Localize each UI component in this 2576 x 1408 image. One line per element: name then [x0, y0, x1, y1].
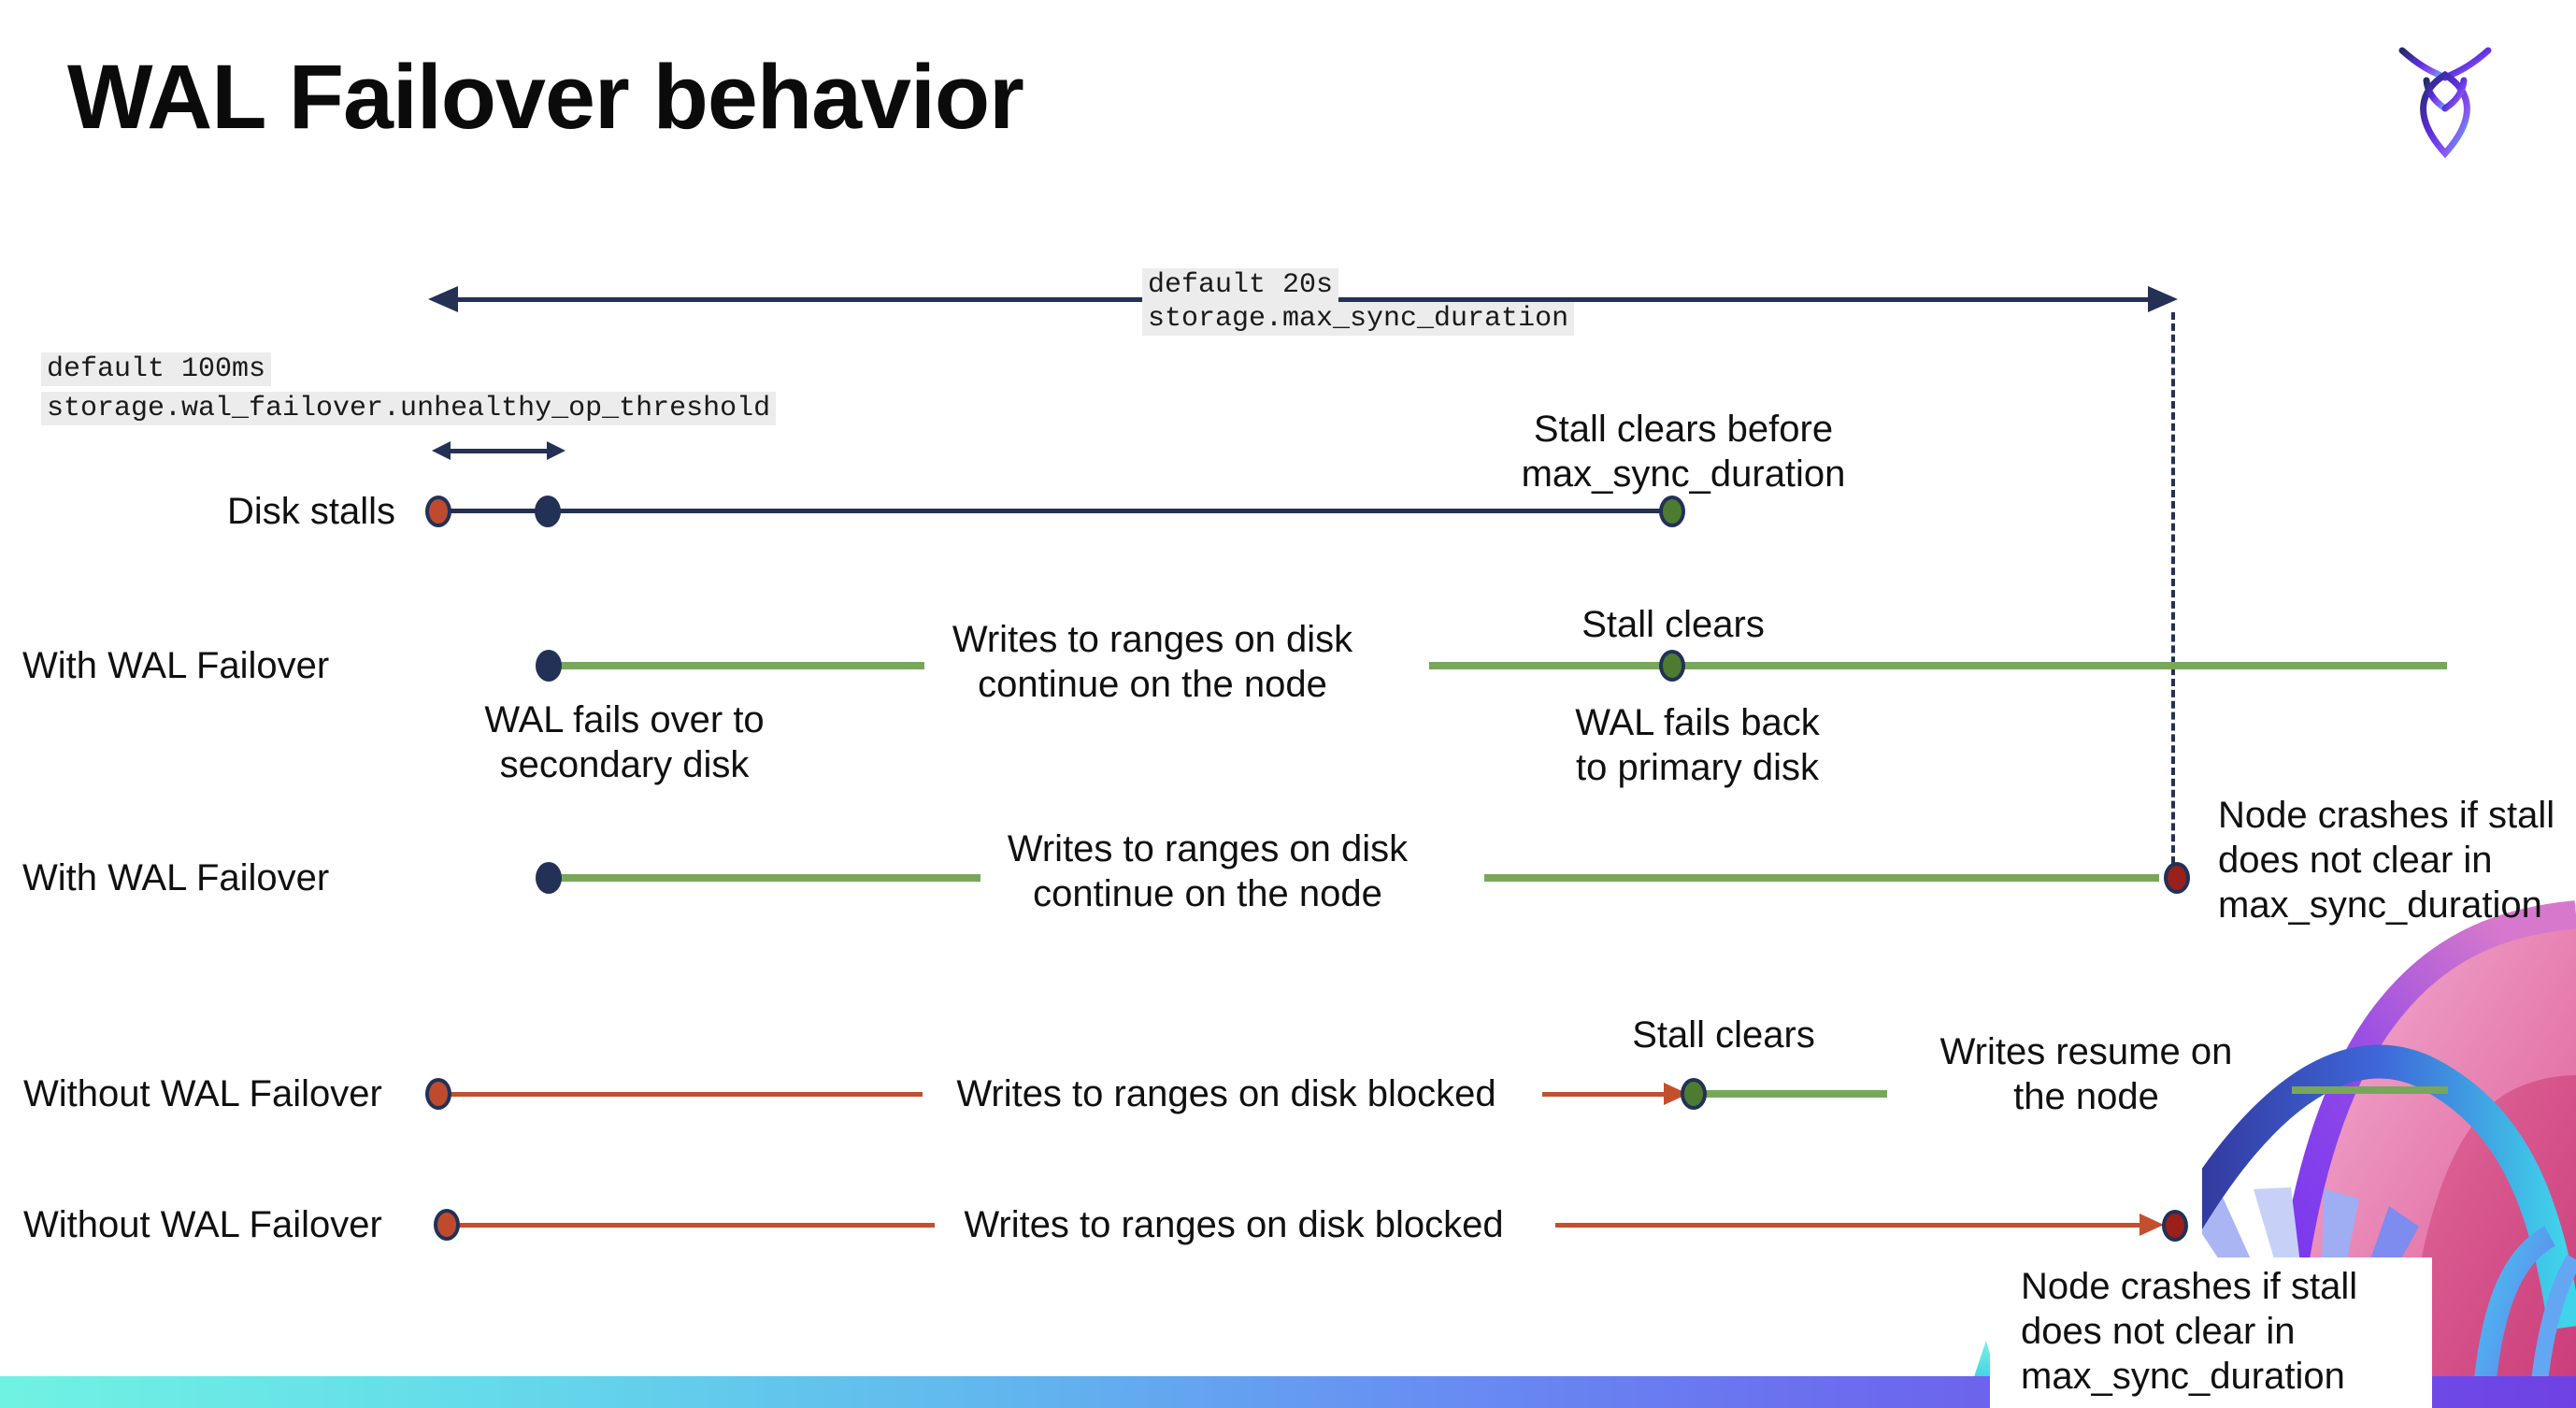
- stall-start-dot: [434, 1209, 460, 1241]
- writes-blocked-note: Writes to ranges on disk blocked: [964, 1204, 1504, 1245]
- crash-callout-box: [1990, 1257, 2432, 1408]
- stall-clear-dot: [1659, 650, 1685, 682]
- max-sync-deadline-dashed-line: [2171, 312, 2175, 864]
- writes-continue-line: [557, 874, 980, 882]
- max-sync-default-label: default 20s: [1142, 268, 1339, 302]
- node-crash-note: Node crashes if stall does not clear in …: [2218, 795, 2555, 926]
- writes-blocked-line: [1542, 1092, 1666, 1097]
- failover-event-dot: [536, 862, 562, 894]
- row-label-without-wal-failover-1: Without WAL Failover: [23, 1073, 382, 1114]
- arrowhead-right-icon: [547, 441, 565, 460]
- row-label-with-wal-failover-1: With WAL Failover: [22, 645, 330, 686]
- arrowhead-left-icon: [432, 441, 451, 460]
- failback-note: WAL fails back to primary disk: [1575, 702, 1820, 788]
- max-sync-setting-name: storage.max_sync_duration: [1142, 302, 1575, 336]
- threshold-span-line: [447, 449, 551, 453]
- row-label-with-wal-failover-2: With WAL Failover: [22, 857, 330, 898]
- writes-continue-line: [557, 662, 924, 669]
- arrowhead-left-icon: [428, 286, 458, 312]
- stall-start-dot: [425, 1078, 451, 1110]
- node-crash-note: Node crashes if stall does not clear in …: [2021, 1266, 2358, 1397]
- threshold-default-label: default 100ms: [41, 352, 272, 386]
- stall-clear-dot: [1681, 1078, 1707, 1110]
- failover-trigger-dot: [535, 496, 561, 527]
- writes-blocked-line: [458, 1223, 935, 1228]
- row-label-disk-stalls: Disk stalls: [227, 491, 396, 532]
- writes-resume-note: Writes resume on the node: [1939, 1031, 2233, 1117]
- writes-blocked-line: [1555, 1223, 2141, 1228]
- writes-resume-line: [1703, 1090, 1887, 1098]
- row-label-without-wal-failover-2: Without WAL Failover: [23, 1204, 382, 1245]
- failover-note: WAL fails over to secondary disk: [484, 699, 765, 785]
- writes-blocked-line: [449, 1092, 923, 1097]
- arrowhead-right-icon: [2140, 1214, 2164, 1236]
- writes-continue-line: [1484, 874, 2159, 882]
- stall-clear-dot: [1659, 496, 1685, 527]
- stall-clears-before-note: Stall clears before max_sync_duration: [1521, 409, 1846, 495]
- arrowhead-right-icon: [2148, 286, 2178, 312]
- writes-resume-line: [2292, 1086, 2448, 1094]
- writes-blocked-note: Writes to ranges on disk blocked: [956, 1073, 1496, 1114]
- stall-start-dot: [425, 496, 451, 527]
- threshold-setting-name: storage.wal_failover.unhealthy_op_thresh…: [41, 392, 777, 425]
- stall-clears-note: Stall clears: [1581, 604, 1765, 645]
- failover-event-dot: [536, 650, 562, 682]
- disk-stalls-timeline: [438, 509, 1672, 513]
- node-crash-dot: [2162, 1210, 2188, 1242]
- cockroachdb-logo-icon: [2398, 47, 2492, 159]
- page-title: WAL Failover behavior: [67, 46, 1024, 148]
- writes-continue-line: [1429, 662, 2447, 669]
- writes-continue-note: Writes to ranges on disk continue on the…: [1007, 828, 1409, 914]
- stall-clears-note: Stall clears: [1632, 1014, 1815, 1056]
- writes-continue-note: Writes to ranges on disk continue on the…: [952, 619, 1353, 705]
- node-crash-dot: [2164, 862, 2190, 894]
